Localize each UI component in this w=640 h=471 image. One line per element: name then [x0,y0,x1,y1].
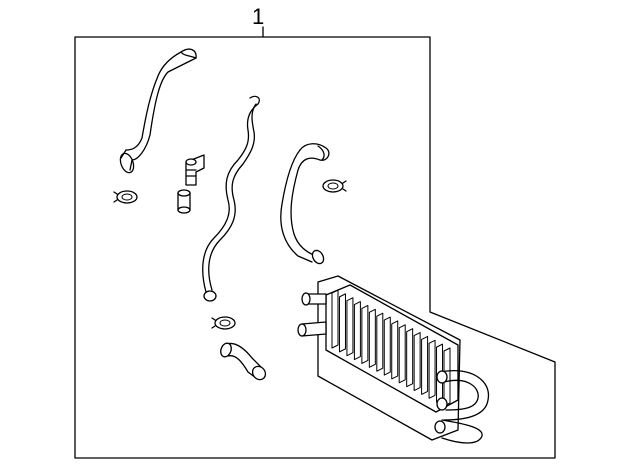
cooler-fin [398,324,406,384]
connector [177,189,191,214]
assembly-border [74,36,556,459]
long-tube [202,95,260,302]
oil-cooler [297,275,490,444]
cooler-fin [428,339,436,399]
cooler-fin [346,297,354,357]
callout-number: 1 [252,4,265,29]
cooler-fin [376,312,384,372]
cooler-fin [353,301,361,361]
lower-hose [220,342,267,381]
inlet-hose [280,143,330,265]
cooler-fins [331,289,451,407]
cooler-fin [368,308,376,368]
upper-hose [119,48,197,174]
cooler-fin [383,316,391,376]
cooler-fin [413,332,421,392]
cooler-fin [406,328,414,388]
cooler-fin [421,335,429,395]
clamp-right [322,179,347,193]
cooler-fin [338,293,346,353]
cooler-fin [331,289,339,349]
clamp-lower [211,316,236,330]
cooler-fin [391,320,399,380]
bracket [185,154,205,186]
cooler-fin [361,304,369,364]
clamp-upper-hose [113,190,138,204]
